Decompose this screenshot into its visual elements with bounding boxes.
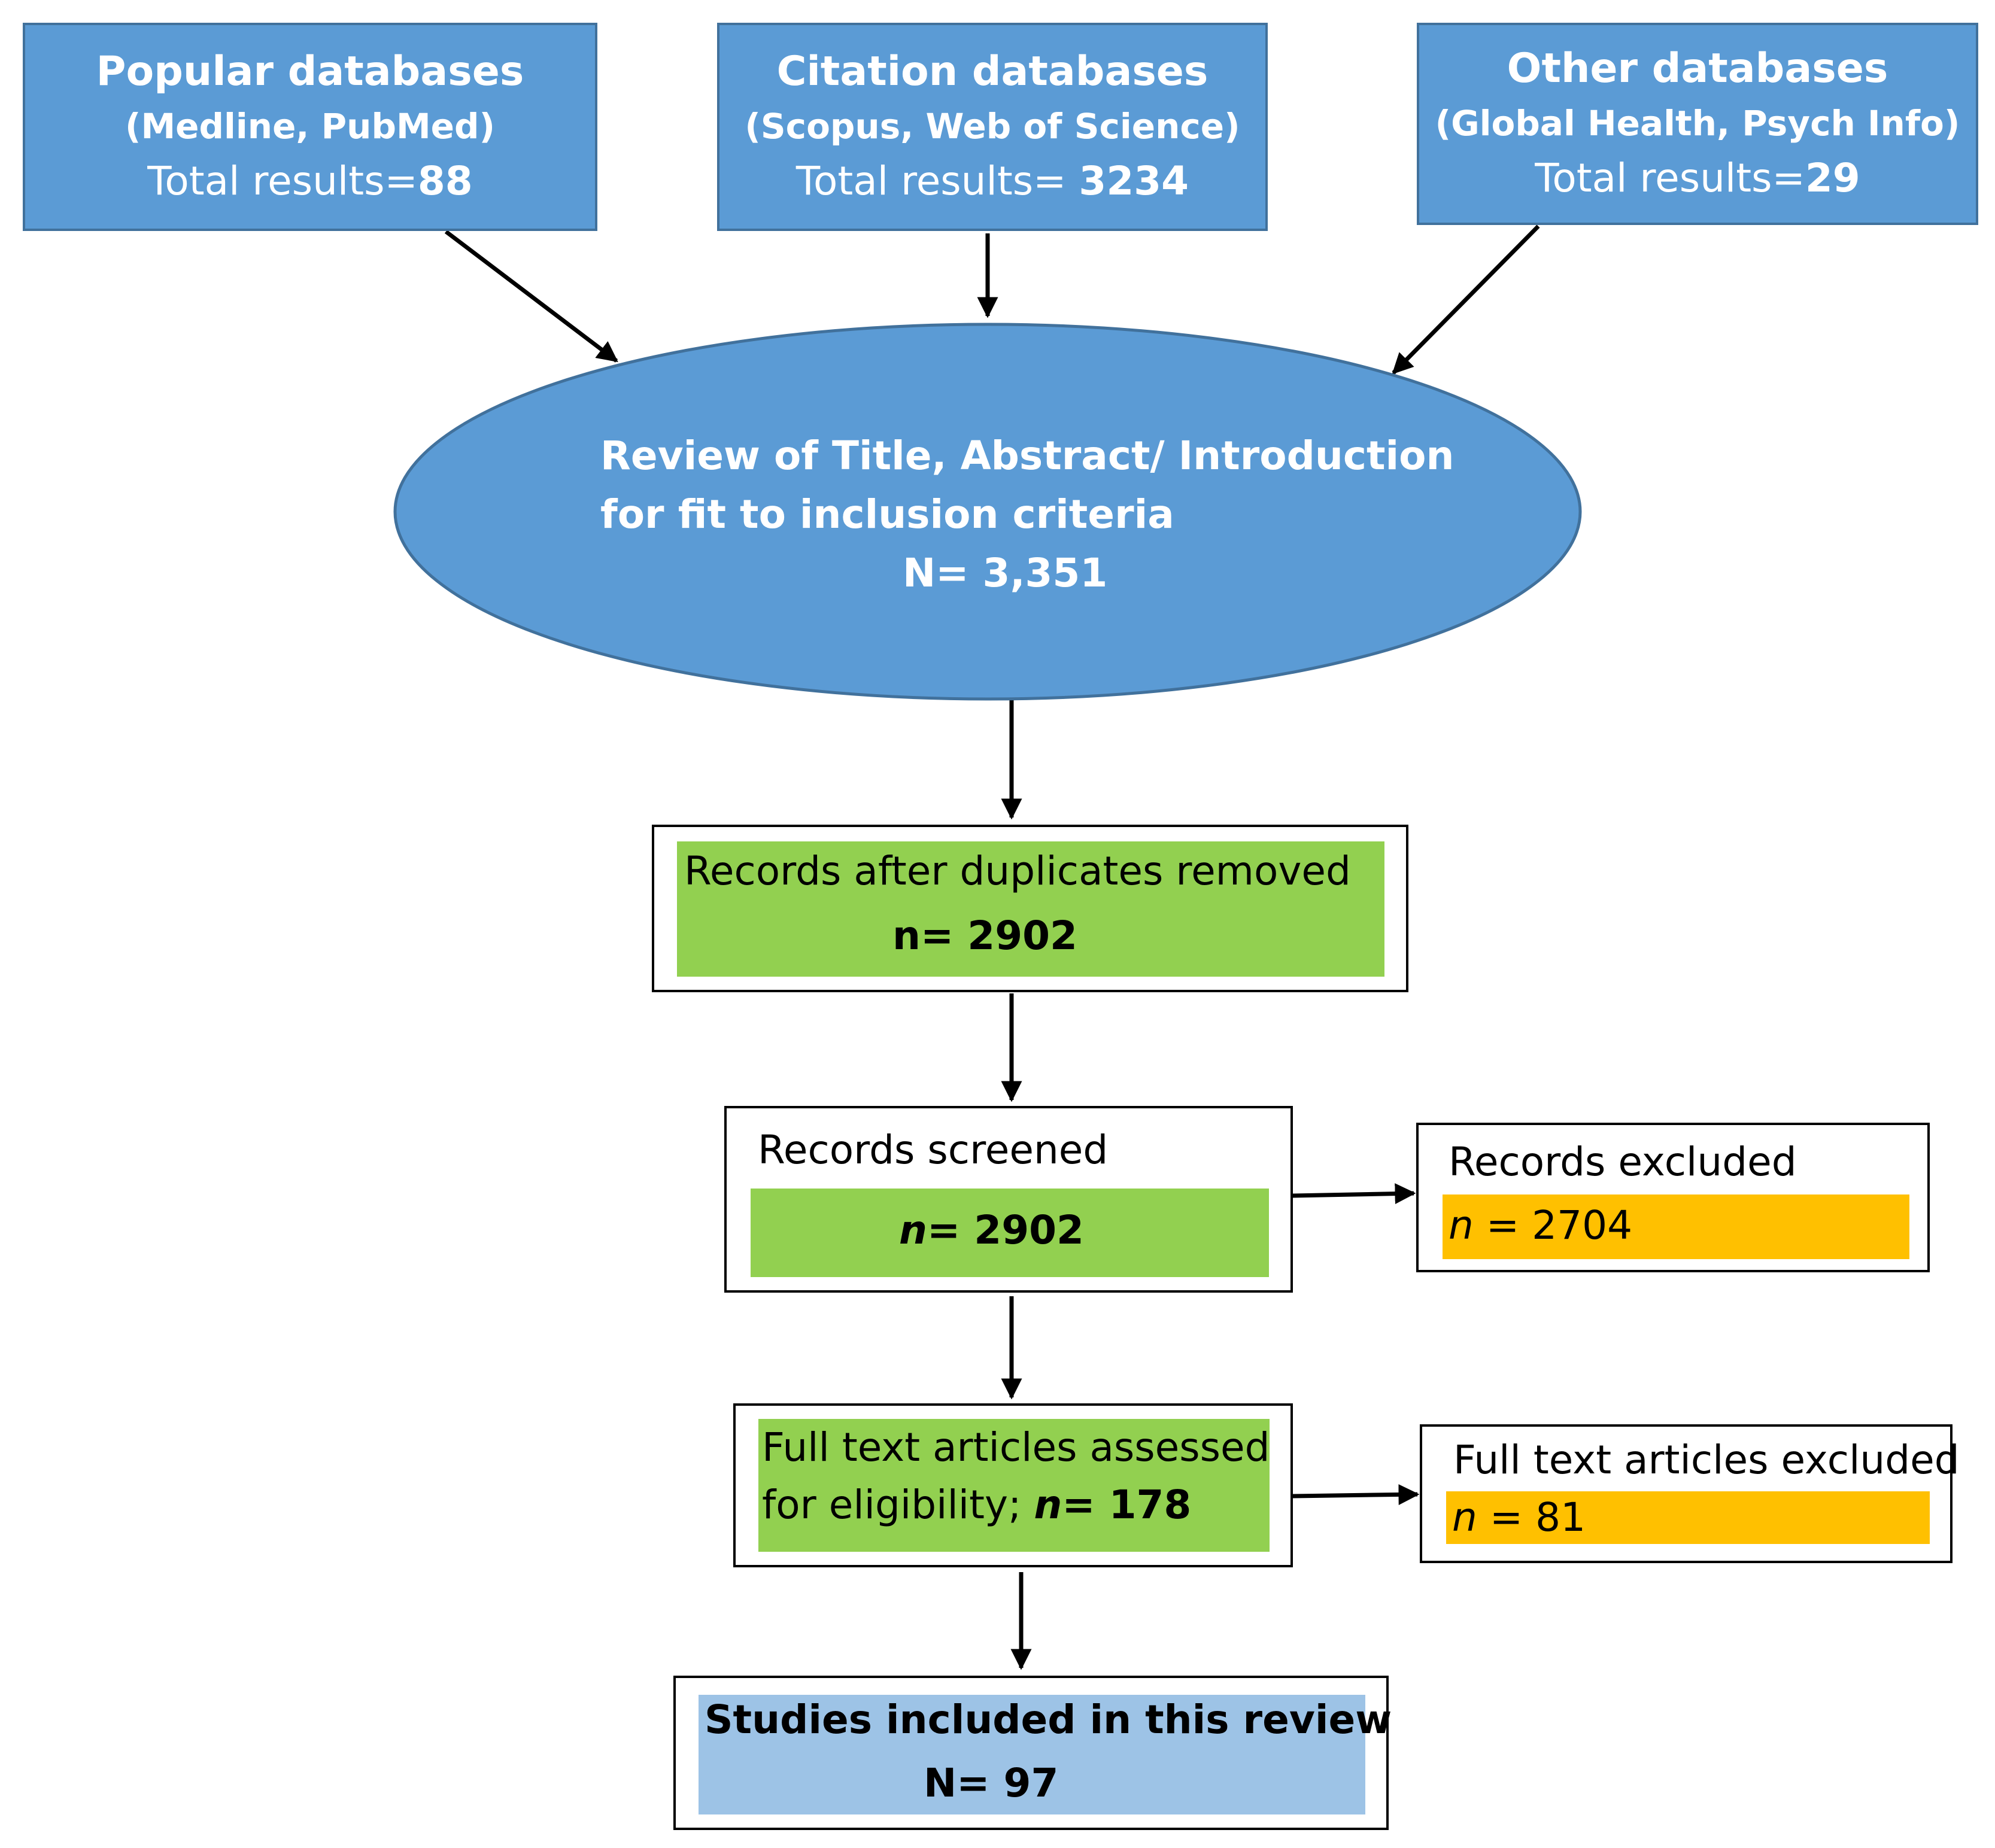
other-databases-sources: (Global Health, Psych Info) xyxy=(1435,103,1960,144)
arrow-fulltext-to-excluded xyxy=(1292,1484,1420,1505)
review-text: Review of Title, Abstract/ Introduction … xyxy=(600,427,1455,603)
popular-databases-sources: (Medline, PubMed) xyxy=(125,106,496,147)
popular-databases-results: Total results=88 xyxy=(147,158,473,204)
citation-databases-results: Total results= 3234 xyxy=(795,158,1189,204)
review-ellipse xyxy=(393,323,1582,701)
fulltext-excluded-label: Full text articles excluded xyxy=(1453,1437,1960,1483)
fulltext-excluded-count: n = 81 xyxy=(1452,1494,1586,1540)
records-excluded-box: Records excluded n = 2704 xyxy=(1416,1123,1930,1272)
arrow-popular-to-review xyxy=(444,230,618,363)
citation-databases-title: Citation databases xyxy=(776,48,1208,95)
records-screened-box: Records screened n= 2902 xyxy=(724,1106,1293,1293)
studies-included-box: Studies included in this review N= 97 xyxy=(673,1676,1392,1830)
arrow-screened-to-excluded xyxy=(1291,1183,1416,1205)
records-excluded-count: n = 2704 xyxy=(1449,1202,1633,1248)
review-count: N= 3,351 xyxy=(903,550,1108,596)
studies-included-fill: Studies included in this review N= 97 xyxy=(699,1695,1392,1814)
records-excluded-fill: n = 2704 xyxy=(1443,1194,1909,1259)
records-screened-label: Records screened xyxy=(758,1127,1109,1173)
citation-databases-box: Citation databases (Scopus, Web of Scien… xyxy=(717,23,1268,231)
popular-databases-title: Popular databases xyxy=(96,48,524,95)
duplicates-removed-label: Records after duplicates removed xyxy=(684,848,1351,894)
popular-databases-box: Popular databases (Medline, PubMed) Tota… xyxy=(23,23,597,231)
fulltext-assessed-line2: for eligibility; n= 178 xyxy=(762,1482,1192,1528)
arrow-other-to-review xyxy=(1392,224,1540,375)
duplicates-removed-box: Records after duplicates removed n= 2902 xyxy=(652,825,1408,992)
fulltext-assessed-line1: Full text articles assessed xyxy=(762,1424,1270,1470)
studies-included-label: Studies included in this review xyxy=(705,1697,1392,1743)
fulltext-assessed-box: Full text articles assessed for eligibil… xyxy=(733,1403,1293,1567)
other-databases-results: Total results=29 xyxy=(1535,155,1860,201)
review-line1: Review of Title, Abstract/ Introduction xyxy=(600,433,1455,479)
other-databases-box: Other databases (Global Health, Psych In… xyxy=(1417,23,1978,225)
duplicates-removed-count: n= 2902 xyxy=(892,913,1077,959)
records-screened-count: n= 2902 xyxy=(899,1207,1084,1253)
other-databases-title: Other databases xyxy=(1507,45,1888,92)
review-line2: for fit to inclusion criteria xyxy=(600,491,1174,537)
records-excluded-label: Records excluded xyxy=(1449,1139,1797,1185)
fulltext-assessed-fill: Full text articles assessed for eligibil… xyxy=(758,1419,1270,1552)
duplicates-removed-fill: Records after duplicates removed n= 2902 xyxy=(677,841,1384,977)
fulltext-excluded-box: Full text articles excluded n = 81 xyxy=(1420,1424,1960,1563)
fulltext-excluded-fill: n = 81 xyxy=(1446,1491,1930,1544)
records-screened-fill: n= 2902 xyxy=(751,1189,1269,1277)
studies-included-count: N= 97 xyxy=(924,1760,1059,1806)
citation-databases-sources: (Scopus, Web of Science) xyxy=(745,106,1240,147)
